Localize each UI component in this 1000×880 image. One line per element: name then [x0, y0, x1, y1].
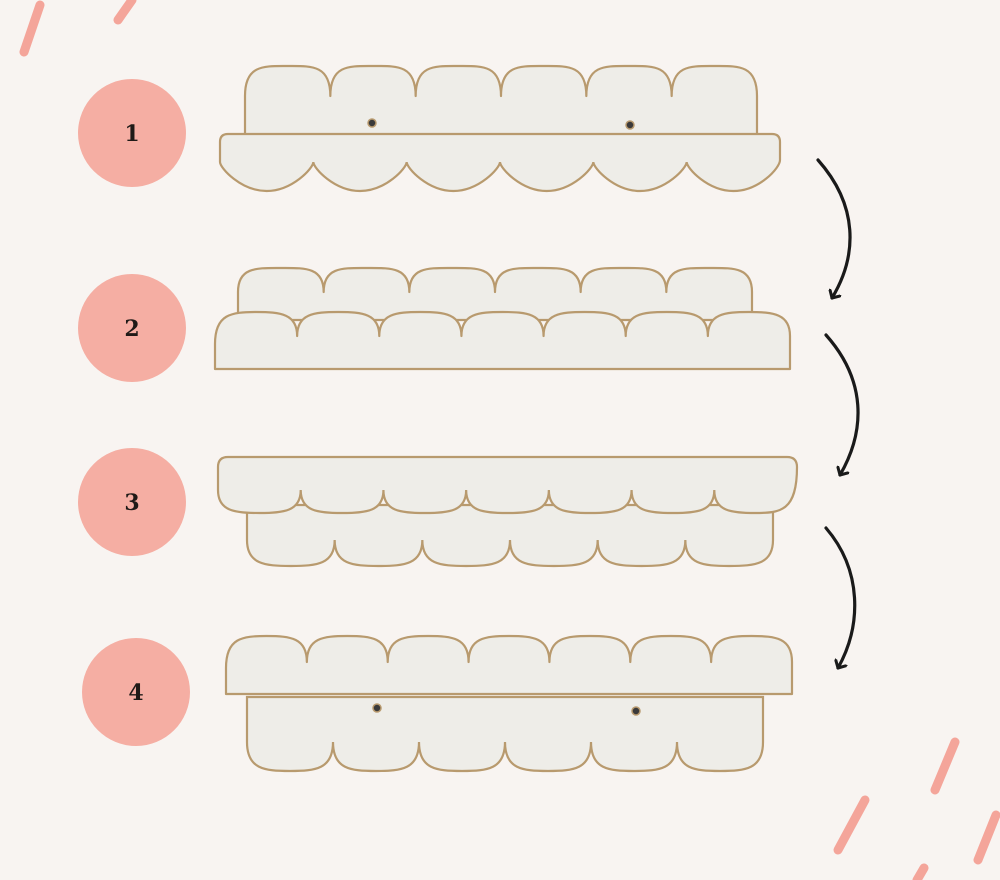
- curved-arrow-down-icon: [824, 526, 857, 670]
- front-panel: [224, 634, 794, 696]
- step-badge-2: 2: [78, 274, 186, 382]
- back-panel: [245, 503, 775, 568]
- back-panel: [236, 266, 754, 322]
- step-number: 1: [124, 121, 139, 147]
- step-number: 3: [124, 490, 139, 516]
- shelf-step-2: [213, 266, 792, 371]
- screw-hole-icon: [367, 118, 377, 128]
- brush-strokes-top-left: [19, 0, 137, 57]
- screw-hole-icon: [625, 120, 635, 130]
- shelf-step-4: [224, 634, 794, 773]
- step-number: 4: [128, 680, 143, 706]
- front-panel: [213, 310, 792, 371]
- back-panel: [243, 64, 759, 142]
- back-panel: [245, 695, 765, 773]
- curved-arrow-down-icon: [816, 158, 852, 300]
- step-number: 2: [124, 316, 139, 342]
- step-badge-4: 4: [82, 638, 190, 746]
- step-badge-1: 1: [78, 79, 186, 187]
- shelf-step-3: [216, 455, 799, 568]
- front-panel: [218, 132, 782, 193]
- front-panel: [216, 455, 799, 515]
- brush-strokes-bottom-right: [833, 737, 1000, 880]
- step-badge-3: 3: [78, 448, 186, 556]
- screw-hole-icon: [372, 703, 382, 713]
- shelf-step-1: [218, 64, 782, 193]
- curved-arrow-down-icon: [824, 333, 860, 477]
- screw-hole-icon: [631, 706, 641, 716]
